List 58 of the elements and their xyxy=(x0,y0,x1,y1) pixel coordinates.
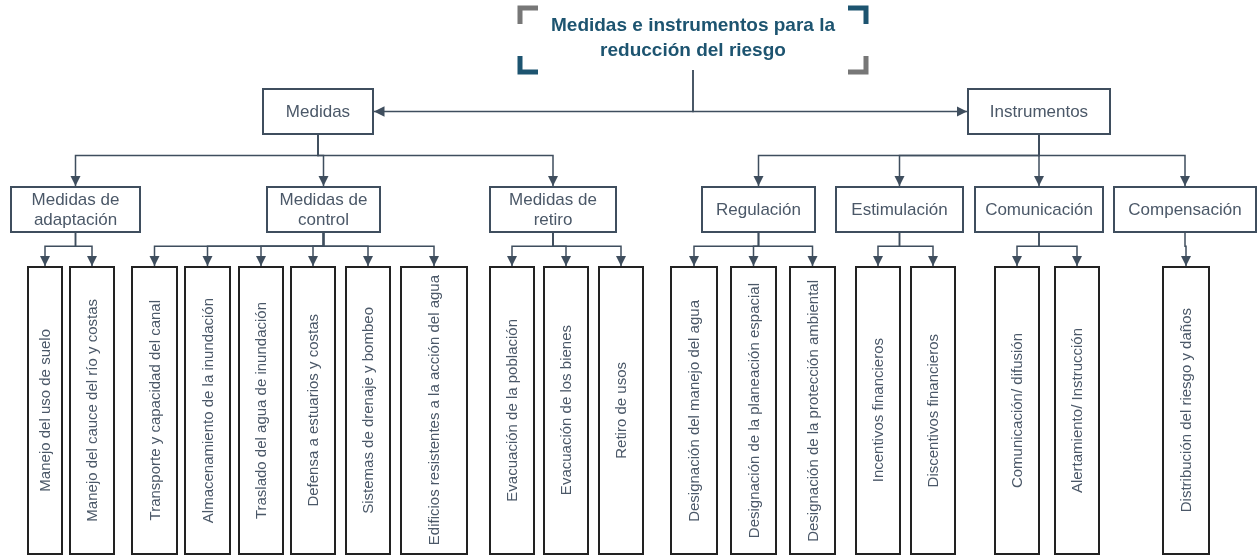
arrow xyxy=(552,232,627,267)
item-label: Manejo del uso de suelo xyxy=(36,329,54,492)
item-label: Evacuación de la población xyxy=(503,319,521,502)
item-label: Comunicación/ difusión xyxy=(1008,332,1026,489)
item-label: Defensa a estuarios y costas xyxy=(304,314,322,507)
category-box: Compensación xyxy=(1113,186,1257,233)
item-box xyxy=(184,266,231,555)
item-label: Edificios resistentes a la acción del agua xyxy=(425,275,443,546)
category-box: Estimulación xyxy=(835,186,964,233)
arrow xyxy=(1038,232,1083,267)
item-box xyxy=(1054,266,1100,555)
item-box xyxy=(730,266,777,555)
item-label: Sistemas de drenaje y bombeo xyxy=(359,307,377,514)
arrow xyxy=(1180,232,1192,267)
item-label: Designación de la planeación espacial xyxy=(744,282,763,539)
item-box xyxy=(400,266,468,555)
arrow xyxy=(898,232,939,267)
arrow xyxy=(317,134,559,187)
item-label: Designación de la protección ambiental xyxy=(803,279,822,542)
item-box xyxy=(290,266,336,555)
arrow xyxy=(692,69,968,117)
item-box xyxy=(489,266,535,555)
category-box: Medidas de adaptación xyxy=(10,186,141,233)
arrow xyxy=(322,232,440,267)
item-box xyxy=(670,266,718,555)
item-label: Alertamiento/ Instrucción xyxy=(1068,327,1086,494)
item-label: Discentivos financieros xyxy=(924,333,942,488)
item-box xyxy=(994,266,1040,555)
item-label: Distribución del riesgo y daños xyxy=(1177,308,1195,513)
arrow xyxy=(757,232,818,267)
item-label: Almacenamiento de la inundación xyxy=(198,297,217,524)
item-label: Retiro de usos xyxy=(612,362,630,459)
item-box xyxy=(238,266,284,555)
item-label: Transporte y capacidad del canal xyxy=(145,300,164,521)
item-box xyxy=(543,266,589,555)
item-label: Evacuación de los bienes xyxy=(557,325,575,496)
category-box: Medidas xyxy=(262,88,374,135)
category-box: Medidas de retiro xyxy=(489,186,617,233)
item-label: Traslado del agua de inundación xyxy=(252,301,270,520)
diagram-title: Medidas e instrumentos para la reducción del riesgo xyxy=(522,6,864,70)
category-box: Regulación xyxy=(701,186,816,233)
item-label: Designación del manejo del agua xyxy=(685,299,703,522)
item-box xyxy=(131,266,178,555)
item-box xyxy=(855,266,901,555)
arrow xyxy=(1038,134,1191,187)
item-label: Manejo del cauce del río y costas xyxy=(83,299,101,522)
category-box: Comunicación xyxy=(974,186,1104,233)
arrow xyxy=(74,232,98,267)
item-box xyxy=(69,266,115,555)
item-box xyxy=(1162,266,1210,555)
category-box: Instrumentos xyxy=(967,88,1111,135)
item-box xyxy=(910,266,956,555)
item-box xyxy=(27,266,63,555)
item-label: Incentivos financieros xyxy=(869,338,887,483)
category-box: Medidas de control xyxy=(266,186,381,233)
item-box xyxy=(789,266,836,555)
item-box xyxy=(345,266,391,555)
item-box xyxy=(598,266,644,555)
